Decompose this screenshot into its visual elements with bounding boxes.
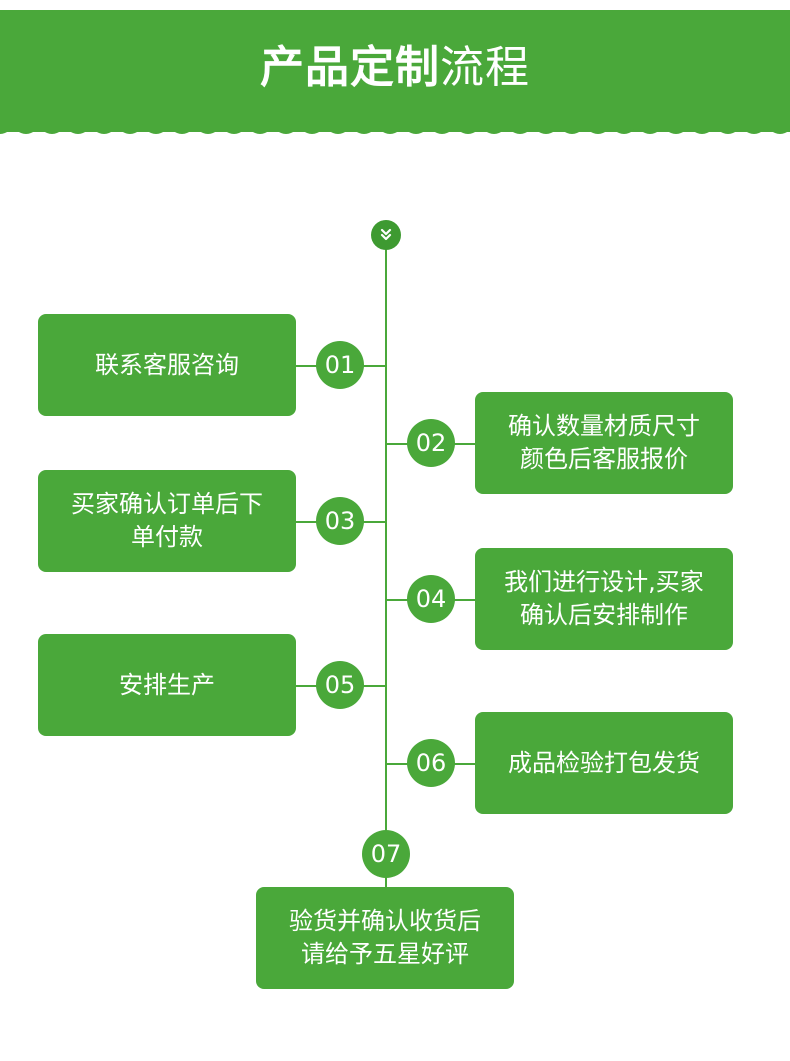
step-box-05: 安排生产 <box>38 634 296 736</box>
step-number-02: 02 <box>407 419 455 467</box>
scallop-bump <box>455 118 481 134</box>
scallop-bump <box>507 118 533 134</box>
header-banner: 产品定制流程 <box>0 10 790 132</box>
step-05-line-1: 安排生产 <box>119 670 215 699</box>
scallop-bump <box>91 118 117 134</box>
timeline-line <box>385 248 387 888</box>
scallop-bump <box>559 118 585 134</box>
step-number-07: 07 <box>362 830 410 878</box>
page-title: 产品定制流程 <box>0 46 790 90</box>
scallop-bump <box>481 118 507 134</box>
scallop-bump <box>0 118 13 134</box>
scallop-bump <box>13 118 39 134</box>
scallop-bump <box>689 118 715 134</box>
scallop-bump <box>65 118 91 134</box>
step-box-03: 买家确认订单后下 单付款 <box>38 470 296 572</box>
scallop-bump <box>585 118 611 134</box>
step-box-07: 验货并确认收货后 请给予五星好评 <box>256 887 514 989</box>
scallop-bump <box>195 118 221 134</box>
title-light: 流程 <box>440 42 530 93</box>
step-07-line-2: 请给予五星好评 <box>301 940 469 968</box>
title-bold: 产品定制 <box>260 42 440 93</box>
scallop-bump <box>715 118 741 134</box>
step-box-01: 联系客服咨询 <box>38 314 296 416</box>
scallop-bump <box>533 118 559 134</box>
scallop-bump <box>351 118 377 134</box>
step-02-line-1: 确认数量材质尺寸 <box>508 412 700 440</box>
scallop-bump <box>273 118 299 134</box>
scallop-bump <box>143 118 169 134</box>
timeline-start <box>371 220 401 250</box>
step-02-line-2: 颜色后客服报价 <box>520 445 688 473</box>
scallop-bump <box>611 118 637 134</box>
scallop-bump <box>221 118 247 134</box>
scallop-bump <box>325 118 351 134</box>
scallop-bump <box>767 118 790 134</box>
step-06-line-1: 成品检验打包发货 <box>508 748 700 777</box>
step-04-line-1: 我们进行设计,买家 <box>504 568 704 596</box>
scallop-bump <box>663 118 689 134</box>
step-number-05: 05 <box>316 661 364 709</box>
step-number-04: 04 <box>407 575 455 623</box>
scallop-bump <box>637 118 663 134</box>
step-box-02: 确认数量材质尺寸 颜色后客服报价 <box>475 392 733 494</box>
step-box-06: 成品检验打包发货 <box>475 712 733 814</box>
scallop-bump <box>377 118 403 134</box>
scalloped-edge <box>0 118 790 134</box>
step-number-01: 01 <box>316 341 364 389</box>
scallop-bump <box>741 118 767 134</box>
scallop-bump <box>299 118 325 134</box>
step-number-06: 06 <box>407 739 455 787</box>
step-box-04: 我们进行设计,买家 确认后安排制作 <box>475 548 733 650</box>
step-07-line-1: 验货并确认收货后 <box>289 907 481 935</box>
scallop-bump <box>429 118 455 134</box>
step-04-line-2: 确认后安排制作 <box>519 601 688 629</box>
scallop-bump <box>247 118 273 134</box>
double-chevron-down-icon <box>380 228 392 241</box>
step-03-line-1: 买家确认订单后下 <box>71 490 263 518</box>
step-03-line-2: 单付款 <box>131 523 203 551</box>
scallop-bump <box>403 118 429 134</box>
scallop-bump <box>117 118 143 134</box>
step-01-line-1: 联系客服咨询 <box>95 350 239 379</box>
scallop-bump <box>169 118 195 134</box>
scallop-bump <box>39 118 65 134</box>
step-number-03: 03 <box>316 497 364 545</box>
